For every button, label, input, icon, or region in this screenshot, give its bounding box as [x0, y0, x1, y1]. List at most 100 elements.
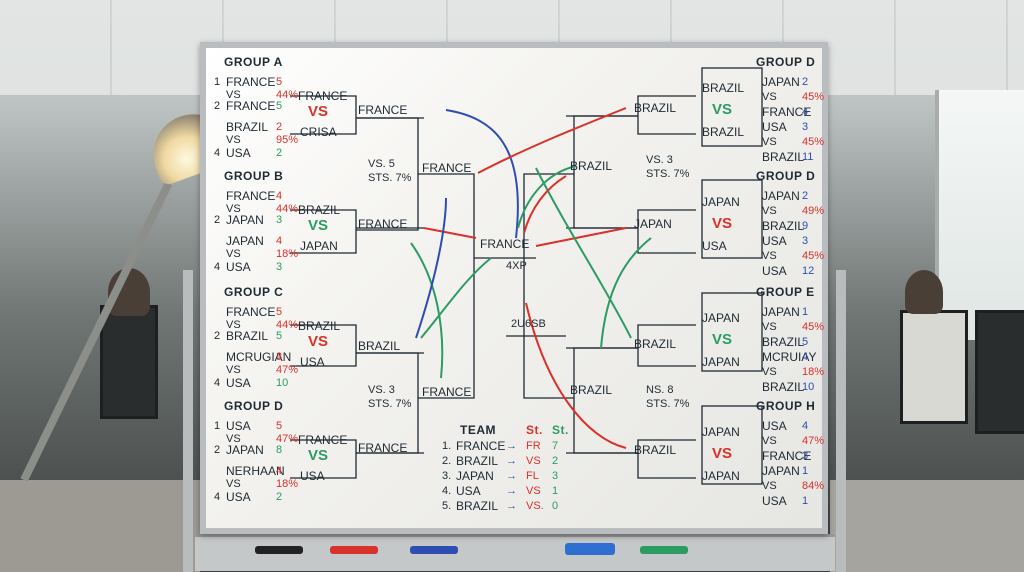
group-score: 4: [802, 351, 809, 363]
group-team: USA: [226, 419, 251, 433]
group-title: GROUP D: [224, 399, 284, 413]
group-score: 2: [276, 147, 283, 159]
table-team: USA: [456, 484, 481, 498]
group-team: VS: [762, 91, 777, 103]
desk-left: [0, 480, 200, 572]
group-score: 1: [802, 495, 809, 507]
match-team-bottom: BRAZIL: [702, 125, 745, 139]
group-score: 3: [276, 261, 283, 273]
marker-red: [330, 546, 378, 554]
group-score: 45%: [802, 91, 825, 103]
semi-winner: FRANCE: [422, 161, 472, 175]
group-title: GROUP D: [756, 55, 816, 69]
group-title: GROUP D: [756, 169, 816, 183]
group-team: VS: [762, 435, 777, 447]
group-team: JAPAN: [762, 464, 800, 478]
match-team-top: JAPAN: [702, 195, 740, 209]
group-score: 4: [276, 190, 283, 202]
match-team-bottom: USA: [300, 355, 325, 369]
rank-number: 2: [214, 330, 221, 342]
group-title: GROUP A: [224, 55, 283, 69]
group-score: 4: [276, 465, 283, 477]
group-team: VS: [226, 248, 241, 260]
semi-winner: BRAZIL: [570, 159, 613, 173]
group-team: FRANCE: [226, 99, 276, 113]
table-header-team: TEAM: [460, 423, 496, 437]
match-team-bottom: USA: [702, 239, 727, 253]
match-team-top: FRANCE: [298, 433, 348, 447]
group-score: 3: [276, 351, 283, 363]
group-score: 5: [276, 100, 283, 112]
group-score: 3: [802, 450, 809, 462]
final-winner: FRANCE: [480, 237, 530, 251]
group-score: 44%: [276, 203, 299, 215]
match-vs: VS: [308, 103, 329, 120]
group-team: VS: [226, 203, 241, 215]
match-team-bottom: CRISA: [300, 125, 337, 139]
group-score: 2: [802, 190, 809, 202]
group-team: MCRUGIAN: [226, 350, 292, 364]
rank-number: 4: [214, 261, 221, 273]
group-score: 45%: [802, 136, 825, 148]
table-team: FRANCE: [456, 439, 506, 453]
rank-number: 4: [214, 147, 221, 159]
group-score: 3: [802, 235, 809, 247]
group-score: 18%: [276, 478, 299, 490]
match-vs: VS: [712, 445, 733, 462]
group-score: 84%: [802, 480, 825, 492]
bracket-lines: [290, 67, 763, 485]
group-score: 5: [276, 330, 283, 342]
table-st-b: 3: [552, 470, 559, 482]
group-team: VS: [762, 205, 777, 217]
group-team: NERHAAN: [226, 464, 285, 478]
group-team: FRANCE: [226, 305, 276, 319]
group-score: 9: [802, 220, 809, 232]
group-team: JAPAN: [226, 213, 264, 227]
semi-team-bottom: BRAZIL: [634, 443, 677, 457]
group-score: 49%: [802, 205, 825, 217]
final-note: 4XP: [506, 260, 527, 272]
group-score: 47%: [276, 433, 299, 445]
group-team: FRANCE: [762, 105, 812, 119]
match-vs: VS: [712, 331, 733, 348]
group-team: USA: [762, 234, 787, 248]
group-score: 3: [276, 214, 283, 226]
group-team: VS: [762, 250, 777, 262]
desk-right: [830, 480, 1024, 572]
group-score: 1: [802, 306, 809, 318]
group-title: GROUP C: [224, 285, 284, 299]
group-team: USA: [762, 120, 787, 134]
match-team-top: FRANCE: [298, 89, 348, 103]
group-team: VS: [762, 321, 777, 333]
group-score: 44%: [276, 319, 299, 331]
group-team: VS: [762, 366, 777, 378]
semi-note: VS. 5: [368, 158, 395, 170]
table-rank: 4.: [442, 485, 452, 497]
match-team-bottom: JAPAN: [702, 355, 740, 369]
rank-number: 1: [214, 76, 221, 88]
semi-note: NS. 8: [646, 384, 674, 396]
match-team-top: JAPAN: [702, 425, 740, 439]
match-vs: VS: [308, 447, 329, 464]
group-team: JAPAN: [226, 443, 264, 457]
table-team: BRAZIL: [456, 499, 499, 513]
window: [935, 90, 1024, 340]
group-team: USA: [226, 376, 251, 390]
match-team-top: BRAZIL: [298, 203, 341, 217]
table-header-st: St.: [552, 423, 569, 437]
group-team: JAPAN: [762, 189, 800, 203]
group-score: 2: [276, 121, 283, 133]
group-title: GROUP E: [756, 285, 815, 299]
group-team: VS: [226, 478, 241, 490]
table-st-b: 1: [552, 485, 559, 497]
semi-note: VS. 3: [646, 154, 673, 166]
rank-number: 4: [214, 377, 221, 389]
person-right: [905, 270, 943, 314]
table-rank: 3.: [442, 470, 452, 482]
semi-note: STS. 7%: [646, 398, 690, 410]
match-team-bottom: JAPAN: [702, 469, 740, 483]
group-score: 95%: [276, 134, 299, 146]
group-team: VS: [762, 136, 777, 148]
group-team: VS: [762, 480, 777, 492]
